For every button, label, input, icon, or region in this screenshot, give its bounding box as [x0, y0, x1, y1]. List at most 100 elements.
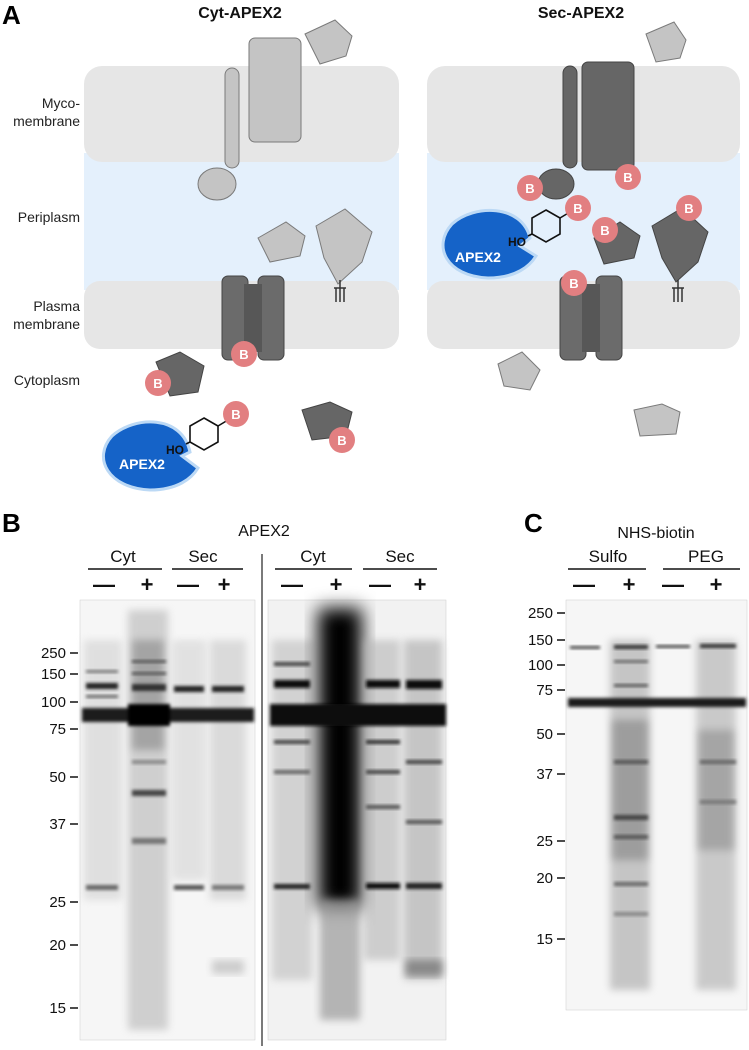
svg-text:B: B: [573, 201, 582, 216]
plasma-label-line2: membrane: [13, 316, 80, 332]
svg-text:B: B: [623, 170, 632, 185]
svg-text:—: —: [662, 572, 684, 597]
biotin-label: [517, 175, 543, 201]
svg-text:+: +: [141, 572, 154, 597]
biotin-label: [615, 164, 641, 190]
svg-text:50: 50: [536, 726, 553, 743]
panel-c-letter: C: [524, 508, 543, 538]
svg-text:APEX2: APEX2: [119, 456, 165, 472]
svg-text:75: 75: [536, 682, 553, 699]
svg-text:250: 250: [528, 605, 553, 622]
group-label-peg: PEG: [688, 547, 724, 566]
svg-text:100: 100: [528, 657, 553, 674]
mw-ladder-b: 250 150 100 75 50 37 25 20 15: [41, 645, 78, 1017]
myco-porin-protein: [248, 37, 302, 143]
svg-text:50: 50: [49, 769, 66, 786]
cytoplasmic-protein-2: [633, 403, 681, 437]
anchor-stalk: [224, 67, 240, 169]
svg-text:75: 75: [49, 721, 66, 738]
western-blot-b-right: [267, 599, 447, 1041]
periplasm-label: Periplasm: [18, 209, 80, 225]
group-label-sec-1: Sec: [188, 547, 218, 566]
mycomembrane: [84, 66, 399, 162]
svg-text:37: 37: [536, 766, 553, 783]
svg-text:B: B: [684, 201, 693, 216]
biotin-label: [145, 370, 171, 396]
sec-cell: B B B B B APEX2 HO B: [427, 21, 740, 437]
biotin-label: [231, 341, 257, 367]
panel-c-title: NHS-biotin: [617, 525, 694, 542]
svg-text:100: 100: [41, 694, 66, 711]
svg-text:—: —: [369, 572, 391, 597]
svg-text:+: +: [414, 572, 427, 597]
svg-text:APEX2: APEX2: [455, 249, 501, 265]
group-label-cyt-1: Cyt: [110, 547, 136, 566]
myco-label-line1: Myco-: [42, 95, 80, 111]
svg-text:—: —: [177, 572, 199, 597]
svg-text:150: 150: [41, 666, 66, 683]
biotin-label: [223, 401, 249, 427]
svg-text:25: 25: [536, 833, 553, 850]
svg-text:150: 150: [528, 632, 553, 649]
lipoprotein: [315, 208, 373, 285]
svg-text:250: 250: [41, 645, 66, 662]
phenol-ho: HO: [166, 443, 184, 457]
phenol-ho: HO: [508, 235, 526, 249]
panel-b: B APEX2 Cyt Sec Cyt Sec — + — + — + — + …: [2, 508, 447, 1046]
western-blot-c: [565, 599, 748, 1011]
cyt-apex2-title: Cyt-APEX2: [198, 5, 282, 22]
cyt-cell: B B B APEX2 HO B: [84, 19, 399, 492]
group-label-cyt-2: Cyt: [300, 547, 326, 566]
svg-text:—: —: [281, 572, 303, 597]
panel-b-letter: B: [2, 508, 21, 538]
plasma-label-line1: Plasma: [33, 298, 80, 314]
phenol-ring: [185, 417, 229, 451]
panel-b-title: APEX2: [238, 523, 290, 540]
biotin-label: [561, 270, 587, 296]
anchored-globule: [197, 167, 237, 201]
svg-text:B: B: [525, 181, 534, 196]
biotin-label: [676, 195, 702, 221]
svg-text:+: +: [710, 572, 723, 597]
svg-text:20: 20: [536, 870, 553, 887]
mw-ladder-c: 250 150 100 75 50 37 25 20 15: [528, 605, 565, 948]
myco-label-line2: membrane: [13, 113, 80, 129]
svg-text:+: +: [330, 572, 343, 597]
svg-text:—: —: [93, 572, 115, 597]
group-label-sec-2: Sec: [385, 547, 415, 566]
sec-apex2-title: Sec-APEX2: [538, 5, 624, 22]
biotin-label: [592, 217, 618, 243]
cytoplasm-label: Cytoplasm: [14, 372, 80, 388]
svg-text:B: B: [231, 407, 240, 422]
panel-c: C NHS-biotin Sulfo PEG — + — + 250 150 1…: [524, 508, 748, 1011]
group-label-sulfo: Sulfo: [589, 547, 628, 566]
periplasmic-protein: [257, 221, 306, 263]
anchor-stalk: [562, 65, 578, 169]
anchored-globule: [537, 168, 575, 200]
cytoplasmic-protein: [497, 351, 541, 391]
panel-a-letter: A: [2, 0, 21, 30]
apex2-enzyme: APEX2: [441, 208, 539, 280]
svg-text:B: B: [600, 223, 609, 238]
biotin-label: [329, 427, 355, 453]
svg-text:+: +: [623, 572, 636, 597]
biotin-label: [565, 195, 591, 221]
western-blot-b-left: [79, 599, 256, 1041]
svg-text:15: 15: [49, 1000, 66, 1017]
svg-text:20: 20: [49, 937, 66, 954]
extracellular-protein: [645, 21, 687, 63]
svg-text:+: +: [218, 572, 231, 597]
extracellular-protein: [304, 19, 353, 65]
svg-text:37: 37: [49, 816, 66, 833]
svg-text:B: B: [239, 347, 248, 362]
svg-text:25: 25: [49, 894, 66, 911]
apex2-enzyme: APEX2: [101, 420, 200, 492]
svg-text:—: —: [573, 572, 595, 597]
myco-porin-protein: [581, 61, 635, 171]
panel-a: A Cyt-APEX2 Sec-APEX2 Myco- membrane Per…: [2, 0, 740, 492]
svg-text:B: B: [153, 376, 162, 391]
svg-text:B: B: [337, 433, 346, 448]
svg-text:B: B: [569, 276, 578, 291]
svg-text:15: 15: [536, 931, 553, 948]
